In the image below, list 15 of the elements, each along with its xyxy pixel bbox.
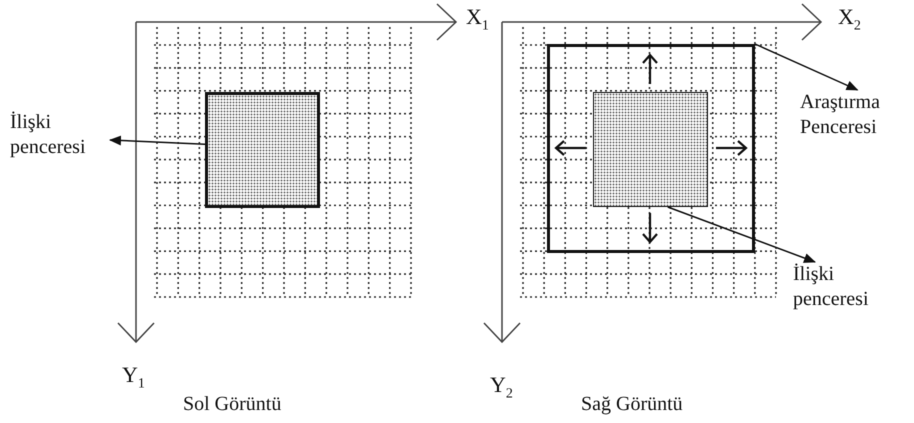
window-box [593, 92, 708, 207]
callout-label: İlişki penceresi [10, 110, 110, 160]
leader-arrow [754, 43, 858, 91]
callout-label: Araştırma Penceresi [800, 90, 914, 140]
axis-label: Y$_{1}$ [122, 362, 145, 392]
axis-label: Y$_{2}$ [490, 372, 513, 402]
window-box [205, 92, 320, 208]
axis-label: X$_{1}$ [466, 4, 489, 34]
caption: Sol Görüntü [183, 393, 282, 416]
window-box [547, 44, 755, 253]
caption: Sağ Görüntü [581, 393, 683, 416]
leader-arrow [109, 136, 206, 146]
callout-label: İlişki penceresi [793, 262, 903, 312]
leader-arrow [667, 206, 816, 263]
axis-label: X$_{2}$ [838, 4, 861, 34]
